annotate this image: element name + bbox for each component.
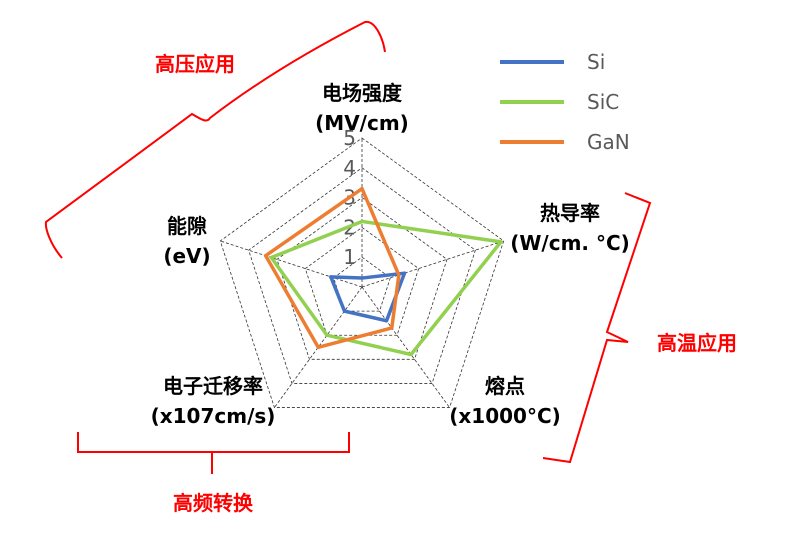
data-point-si-melting — [384, 319, 389, 323]
data-point-si-field — [360, 276, 364, 280]
data-point-gan-field — [360, 187, 364, 191]
data-point-sic-field — [360, 219, 364, 224]
axis-label-bandgap: 能隙 — [167, 214, 207, 238]
grid-ring-1 — [333, 256, 391, 312]
radar-grid — [219, 137, 505, 408]
legend-label-si: Si — [587, 50, 605, 74]
annotation-brackets — [44, 20, 652, 474]
data-point-sic-mobility — [325, 333, 329, 337]
data-point-si-bandgap — [329, 275, 333, 279]
bracket-high-freq — [77, 432, 350, 474]
tick-label-1: 1 — [343, 245, 356, 269]
axis-unit-field: (MV/cm) — [315, 111, 409, 135]
annotation-high-voltage: 高压应用 — [155, 52, 235, 76]
data-series — [263, 186, 503, 357]
tick-label-5: 5 — [343, 126, 356, 150]
annotation-high-temp: 高温应用 — [657, 331, 737, 355]
data-point-gan-melting — [390, 326, 394, 330]
data-point-gan-mobility — [316, 345, 320, 349]
axis-unit-thermal: (W/cm. °C) — [510, 231, 630, 255]
annotation-high-freq: 高频转换 — [173, 491, 254, 515]
axis-label-mobility: 电子迁移率 — [163, 374, 263, 398]
axis-label-field: 电场强度 — [322, 81, 403, 105]
data-point-sic-melting — [409, 352, 413, 357]
data-point-gan-thermal — [397, 273, 401, 277]
axis-unit-melting: (x1000°C) — [449, 404, 561, 428]
data-point-si-thermal — [402, 271, 407, 275]
data-point-sic-bandgap — [269, 255, 273, 260]
data-point-si-mobility — [342, 309, 347, 313]
axis-unit-bandgap: (eV) — [163, 244, 210, 268]
tick-label-4: 4 — [343, 156, 356, 180]
axis-label-thermal: 热导率 — [540, 201, 600, 225]
axis-unit-mobility: (x107cm/s) — [151, 404, 276, 428]
bracket-high-voltage — [44, 20, 386, 259]
series-line-sic — [269, 219, 503, 357]
data-point-gan-bandgap — [264, 254, 268, 258]
legend-label-gan: GaN — [587, 130, 630, 154]
series-line-gan — [263, 186, 401, 350]
axis-label-melting: 熔点 — [485, 374, 525, 398]
grid-ring-5 — [219, 137, 505, 408]
axis-labels: 电场强度 (MV/cm) 热导率 (W/cm. °C) 熔点 (x1000°C) 电子迁移率… — [151, 81, 630, 428]
legend-label-sic: SiC — [587, 90, 619, 114]
bracket-high-temp — [542, 192, 652, 464]
data-point-sic-thermal — [499, 240, 503, 244]
